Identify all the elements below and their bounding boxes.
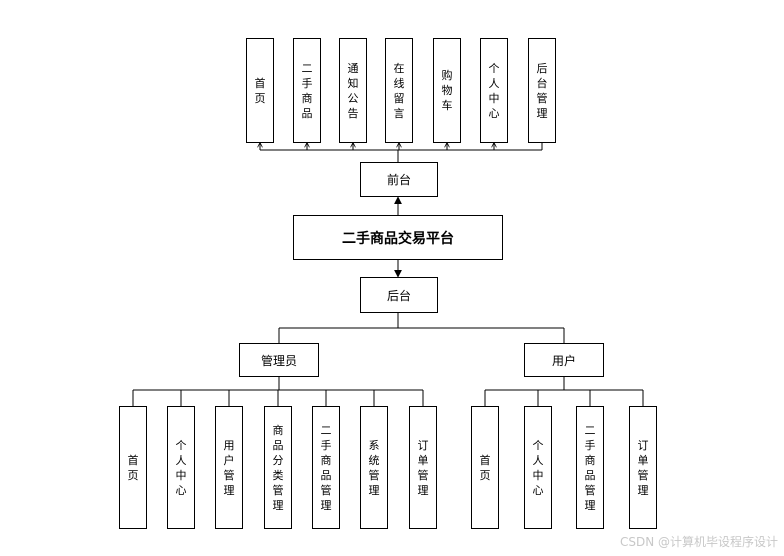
admin-module-node: 商品分类管理: [264, 406, 292, 529]
user-module-node: 个人中心: [524, 406, 552, 529]
module-label: 后台管理: [536, 61, 548, 120]
back-label: 后台: [386, 288, 411, 303]
front-module-node: 个人中心: [480, 38, 508, 143]
front-module-node: 在线留言: [385, 38, 413, 143]
admin-label: 管理员: [260, 353, 297, 368]
module-label: 个人中心: [175, 438, 187, 497]
module-label: 个人中心: [532, 438, 544, 497]
front-module-node: 二手商品: [293, 38, 321, 143]
admin-module-node: 首页: [119, 406, 147, 529]
front-module-node: 首页: [246, 38, 274, 143]
module-label: 商品分类管理: [272, 423, 284, 512]
watermark-text: CSDN @计算机毕设程序设计: [619, 535, 778, 549]
admin-node: 管理员: [239, 343, 319, 377]
module-label: 购物车: [441, 69, 453, 112]
root-label: 二手商品交易平台: [342, 230, 454, 247]
front-node: 前台: [360, 162, 438, 197]
root-node: 二手商品交易平台: [293, 215, 503, 260]
admin-module-node: 个人中心: [167, 406, 195, 529]
user-module-node: 订单管理: [629, 406, 657, 529]
user-node: 用户: [524, 343, 604, 377]
front-module-node: 后台管理: [528, 38, 556, 143]
module-label: 首页: [479, 453, 491, 482]
user-label: 用户: [551, 353, 576, 368]
user-module-node: 首页: [471, 406, 499, 529]
back-node: 后台: [360, 277, 438, 313]
module-label: 二手商品管理: [584, 423, 596, 512]
front-module-node: 通知公告: [339, 38, 367, 143]
module-label: 在线留言: [393, 61, 405, 120]
module-label: 系统管理: [368, 438, 380, 497]
admin-module-node: 订单管理: [409, 406, 437, 529]
admin-module-node: 用户管理: [215, 406, 243, 529]
module-label: 二手商品管理: [320, 423, 332, 512]
user-module-node: 二手商品管理: [576, 406, 604, 529]
admin-module-node: 二手商品管理: [312, 406, 340, 529]
module-label: 个人中心: [488, 61, 500, 120]
module-label: 二手商品: [301, 61, 313, 120]
module-label: 订单管理: [417, 438, 429, 497]
module-label: 用户管理: [223, 438, 235, 497]
admin-module-node: 系统管理: [360, 406, 388, 529]
front-module-node: 购物车: [433, 38, 461, 143]
module-label: 订单管理: [637, 438, 649, 497]
front-label: 前台: [386, 173, 411, 187]
module-label: 首页: [127, 453, 139, 482]
module-label: 通知公告: [347, 61, 359, 120]
module-label: 首页: [254, 76, 266, 105]
